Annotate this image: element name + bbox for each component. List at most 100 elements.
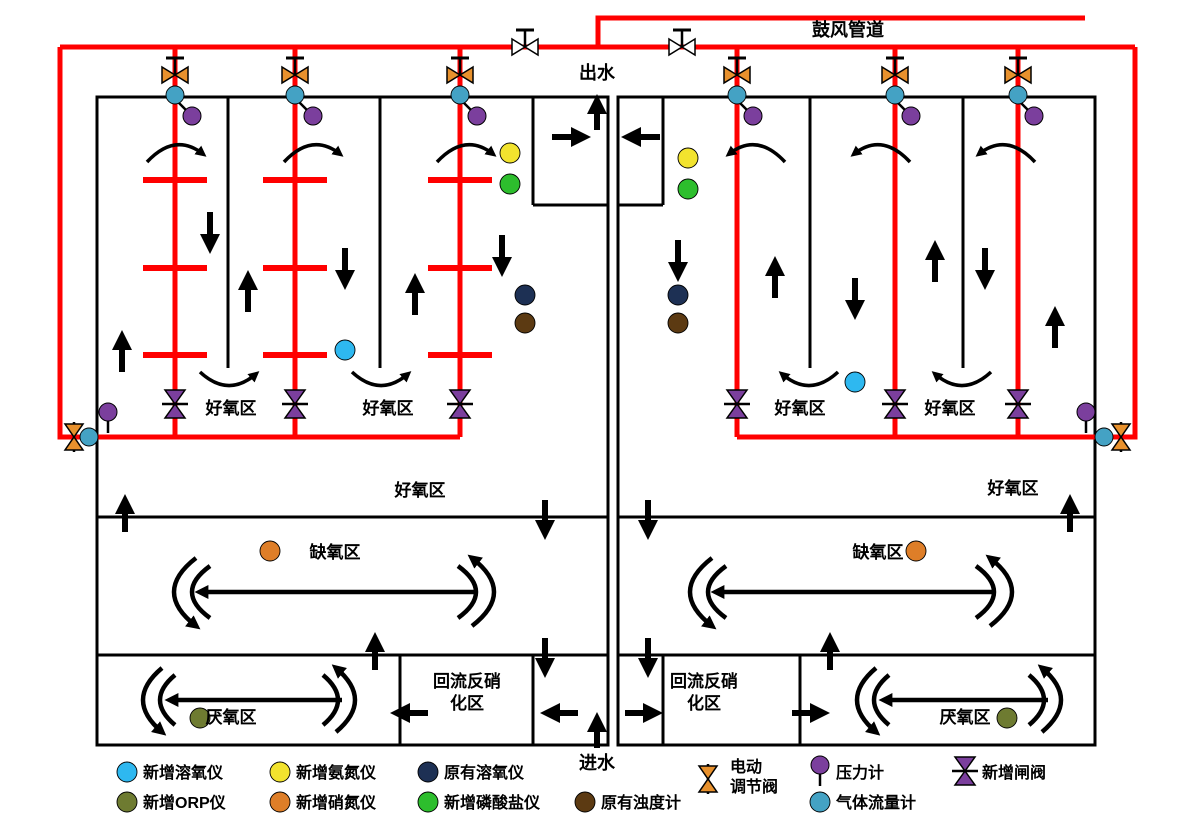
legend-old-turbidity-meter-icon bbox=[574, 791, 596, 813]
header-valves bbox=[510, 28, 697, 57]
gas-flow-meter-icon bbox=[885, 85, 905, 105]
diffuser-bars bbox=[143, 177, 492, 358]
flow-arrows bbox=[112, 94, 1080, 748]
gas-flow-meter-icon bbox=[285, 85, 305, 105]
header-valve-icon bbox=[667, 28, 697, 57]
legend-old-do-meter-icon bbox=[417, 761, 439, 783]
tank-walls bbox=[95, 95, 1097, 747]
legend-label: 新增磷酸盐仪 bbox=[444, 793, 541, 812]
aerobic-zone-label: 好氧区 bbox=[774, 398, 826, 418]
blower-pipe bbox=[595, 15, 1085, 47]
old-turbidity-meter-icon bbox=[514, 312, 536, 334]
aerobic-zone-label: 好氧区 bbox=[987, 478, 1039, 498]
new-phosphate-meters bbox=[417, 173, 699, 813]
new-phosphate-meter-icon bbox=[499, 173, 521, 195]
legend-label: 新增闸阀 bbox=[982, 763, 1046, 782]
mixer-arrow bbox=[850, 142, 912, 164]
new-orp-meters bbox=[116, 707, 1018, 813]
new-ammonia-meter-icon bbox=[499, 142, 521, 164]
effluent-label: 出水 bbox=[579, 62, 616, 83]
gate-valve-icon bbox=[445, 388, 475, 420]
gate-valve-icon bbox=[1003, 388, 1033, 420]
pressure-gauge-icon bbox=[97, 401, 119, 435]
old-turbidity-meters bbox=[514, 312, 689, 813]
pressure-gauges bbox=[97, 93, 1097, 788]
gas-flow-meter-icon bbox=[727, 85, 747, 105]
legend-gas-flow-meter-icon bbox=[809, 791, 831, 813]
reflux-denitrification-zone-label: 化区 bbox=[687, 693, 721, 713]
anaerobic-right-loop bbox=[854, 664, 1064, 736]
legend: 新增溶氧仪 新增氨氮仪 原有溶氧仪 电动 调节阀 压力计 新增闸阀 新增ORP仪… bbox=[143, 757, 1046, 812]
gate-valve-icon bbox=[160, 388, 190, 420]
gas-flow-meter-icon bbox=[1094, 427, 1114, 447]
new-nitrate-meters bbox=[259, 540, 927, 813]
mixer-arrow bbox=[975, 142, 1037, 164]
mixer-arrow bbox=[435, 142, 497, 164]
aerobic-zone-label: 好氧区 bbox=[362, 398, 414, 418]
gate-valve-icon bbox=[722, 388, 752, 420]
mixer-arrow bbox=[282, 142, 344, 164]
legend-label: 调节阀 bbox=[730, 777, 778, 796]
old-do-meter-icon bbox=[667, 284, 689, 306]
right-train-tank bbox=[616, 95, 1097, 747]
legend-label: 原有溶氧仪 bbox=[444, 763, 525, 782]
new-do-meters bbox=[116, 339, 866, 783]
anoxic-zone-label: 缺氧区 bbox=[853, 542, 904, 562]
u-turn-arrow bbox=[350, 370, 412, 388]
legend-label: 新增ORP仪 bbox=[143, 793, 227, 812]
aerobic-zone-label: 好氧区 bbox=[394, 480, 446, 500]
new-ammonia-meter-icon bbox=[677, 147, 699, 169]
legend-new-nitrate-meter-icon bbox=[269, 791, 291, 813]
gas-flow-meter-icon bbox=[165, 85, 185, 105]
diagram-labels: 鼓风管道 出水 进水 好氧区 好氧区 好氧区 好氧区 好氧区 好氧区 缺氧区 缺… bbox=[205, 19, 1039, 773]
legend-label: 原有浊度计 bbox=[601, 793, 681, 812]
legend-new-phosphate-meter-icon bbox=[417, 791, 439, 813]
legend-electric-control-valve-icon bbox=[697, 762, 719, 796]
new-nitrate-meter-icon bbox=[259, 540, 281, 562]
new-phosphate-meter-icon bbox=[677, 178, 699, 200]
anoxic-right-loop bbox=[687, 554, 1015, 630]
gas-flow-meter-icon bbox=[1008, 85, 1028, 105]
electric-control-valves bbox=[63, 56, 1132, 796]
new-orp-meter-icon bbox=[189, 707, 211, 729]
legend-label: 压力计 bbox=[836, 763, 884, 782]
legend-new-orp-meter-icon bbox=[116, 791, 138, 813]
legend-pressure-gauge-icon bbox=[809, 754, 831, 788]
mixing-arrows bbox=[145, 142, 1037, 388]
new-do-meter-icon bbox=[844, 371, 866, 393]
new-orp-meter-icon bbox=[996, 707, 1018, 729]
legend-label: 气体流量计 bbox=[835, 793, 916, 812]
new-nitrate-meter-icon bbox=[905, 540, 927, 562]
u-turn-arrow bbox=[931, 370, 993, 388]
aerobic-zone-label: 好氧区 bbox=[205, 398, 257, 418]
old-do-meters bbox=[417, 284, 689, 783]
old-do-meter-icon bbox=[514, 284, 536, 306]
legend-label: 电动 bbox=[730, 757, 762, 776]
reflux-denitrification-zone-label: 回流反硝 bbox=[670, 671, 738, 691]
gas-flow-meter-icon bbox=[450, 85, 470, 105]
blower-pipe-label: 鼓风管道 bbox=[812, 19, 884, 40]
legend-label: 新增硝氮仪 bbox=[296, 793, 377, 812]
anoxic-left-loop bbox=[171, 554, 497, 630]
legend-label: 新增氨氮仪 bbox=[296, 763, 377, 782]
mixer-arrow bbox=[725, 142, 787, 164]
legend-new-ammonia-meter-icon bbox=[269, 761, 291, 783]
gas-flow-meter-icon bbox=[79, 427, 99, 447]
new-ammonia-meters bbox=[269, 142, 699, 783]
anaerobic-zone-label: 厌氧区 bbox=[940, 707, 991, 727]
gate-valve-icon bbox=[280, 388, 310, 420]
anaerobic-zone-label: 厌氧区 bbox=[206, 707, 257, 727]
u-turn-arrow bbox=[198, 370, 260, 388]
anaerobic-left-loop bbox=[140, 664, 358, 736]
aerobic-zone-label: 好氧区 bbox=[924, 398, 976, 418]
mixer-arrow bbox=[145, 142, 207, 164]
gate-valve-icon bbox=[880, 388, 910, 420]
circulation-loops bbox=[140, 554, 1064, 736]
legend-new-do-meter-icon bbox=[116, 761, 138, 783]
header-valve-icon bbox=[510, 28, 540, 57]
new-do-meter-icon bbox=[334, 339, 356, 361]
legend-gate-valve-icon bbox=[950, 755, 980, 787]
reflux-denitrification-zone-label: 回流反硝 bbox=[433, 671, 501, 691]
